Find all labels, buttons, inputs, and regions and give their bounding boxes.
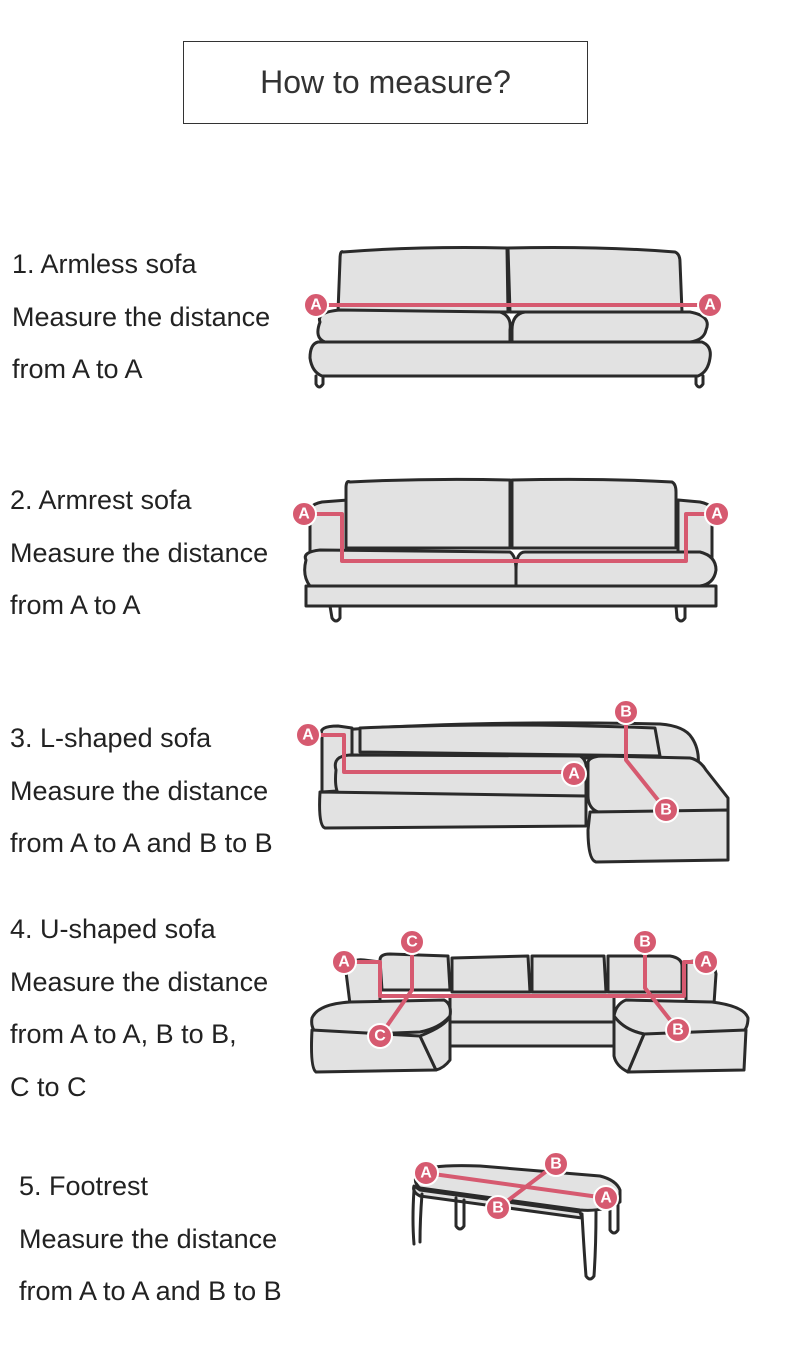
- u-shaped-sofa-illustration: A A C C B B: [310, 929, 750, 1074]
- section-u-shaped-text: 4. U-shaped sofa Measure the distance fr…: [10, 903, 268, 1113]
- svg-text:A: A: [704, 297, 716, 314]
- section-heading: 3. L-shaped sofa: [10, 723, 212, 753]
- section-instruction: Measure the distance: [10, 775, 269, 806]
- svg-text:C: C: [406, 934, 418, 951]
- svg-text:A: A: [700, 954, 712, 971]
- svg-text:A: A: [298, 506, 310, 523]
- svg-text:A: A: [420, 1165, 432, 1182]
- footrest-illustration: A A B B: [411, 1151, 622, 1281]
- section-instruction: C to C: [10, 1071, 87, 1102]
- section-instruction: Measure the distance: [19, 1223, 278, 1254]
- section-instruction: from A to A and B to B: [19, 1276, 282, 1306]
- section-heading: 4. U-shaped sofa: [10, 914, 216, 944]
- section-instruction: Measure the distance: [10, 537, 269, 568]
- section-instruction: Measure the distance: [10, 966, 269, 997]
- svg-text:A: A: [568, 766, 580, 783]
- section-instruction: Measure the distance: [12, 301, 271, 332]
- section-instruction: from A to A: [12, 354, 143, 384]
- svg-text:B: B: [492, 1200, 504, 1217]
- section-heading: 2. Armrest sofa: [10, 485, 192, 515]
- marker-a-right: [697, 292, 723, 318]
- section-footrest-text: 5. Footrest Measure the distance from A …: [19, 1160, 282, 1318]
- marker-a-left: [303, 292, 329, 318]
- svg-text:A: A: [310, 297, 322, 314]
- svg-text:B: B: [672, 1022, 684, 1039]
- section-instruction: from A to A: [10, 590, 141, 620]
- section-heading: 5. Footrest: [19, 1171, 149, 1201]
- svg-text:B: B: [639, 934, 651, 951]
- section-instruction: from A to A, B to B,: [10, 1019, 237, 1049]
- armrest-sofa-illustration: A A: [291, 477, 730, 623]
- svg-text:A: A: [338, 954, 350, 971]
- section-armless-text: 1. Armless sofa Measure the distance fro…: [12, 238, 270, 396]
- svg-text:A: A: [711, 506, 723, 523]
- svg-text:A: A: [302, 727, 314, 744]
- section-instruction: from A to A and B to B: [10, 828, 273, 858]
- svg-text:B: B: [660, 802, 672, 819]
- svg-text:A: A: [600, 1190, 612, 1207]
- page-title: How to measure?: [183, 41, 588, 124]
- l-shaped-sofa-illustration: A A B B: [295, 699, 730, 864]
- section-heading: 1. Armless sofa: [12, 249, 197, 279]
- svg-text:C: C: [374, 1028, 386, 1045]
- svg-text:B: B: [620, 704, 632, 721]
- section-armrest-text: 2. Armrest sofa Measure the distance fro…: [10, 474, 268, 632]
- svg-text:B: B: [550, 1156, 562, 1173]
- section-l-shaped-text: 3. L-shaped sofa Measure the distance fr…: [10, 712, 273, 870]
